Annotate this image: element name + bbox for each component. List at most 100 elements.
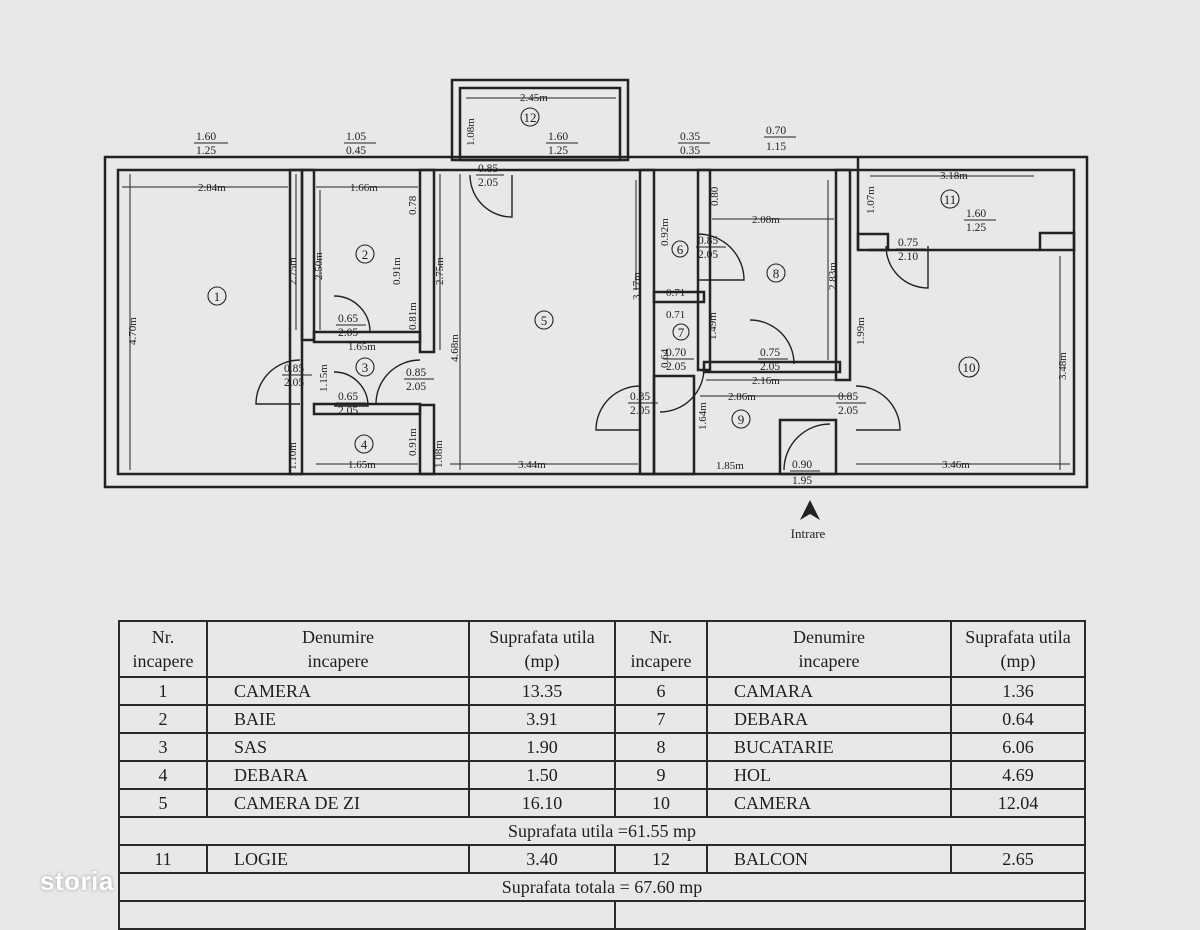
wall-4-5 xyxy=(418,403,436,476)
door-swing-8 xyxy=(749,319,795,365)
room-area-cell: 2.65 xyxy=(950,844,1086,874)
entrance-arrow-icon xyxy=(800,500,820,520)
table-row: 5 CAMERA DE ZI 16.10 10 CAMERA 12.04 xyxy=(118,788,1086,818)
door-swing-9-right xyxy=(855,385,901,431)
room-area-cell: 3.91 xyxy=(468,704,616,734)
room-name-cell: DEBARA xyxy=(206,760,470,790)
opening-label: 1.15 xyxy=(766,141,786,153)
room-number-circle-6 xyxy=(671,240,689,258)
room-name-cell: CAMERA xyxy=(206,676,470,706)
dim-label: 3.48m xyxy=(1057,352,1069,380)
walls xyxy=(103,78,1089,489)
total-area: Suprafata totala = 67.60 mp xyxy=(118,872,1086,902)
room-number: 5 xyxy=(541,313,548,328)
door-swings xyxy=(255,174,929,471)
opening-label: 0.85 xyxy=(838,391,858,403)
dim-label: 1.65m xyxy=(348,341,376,353)
room-area-cell: 1.36 xyxy=(950,676,1086,706)
dim-label: 2.75m xyxy=(287,257,299,285)
opening-label: 0.70 xyxy=(766,125,786,137)
table-row: 4 DEBARA 1.50 9 HOL 4.69 xyxy=(118,760,1086,790)
room-area-cell: 0.64 xyxy=(950,704,1086,734)
room-number-circle-7 xyxy=(672,323,690,341)
dim-label: 4.68m xyxy=(449,334,461,362)
dim-label: 1.64m xyxy=(697,402,709,430)
wall-6-7 xyxy=(652,290,706,304)
room-name-cell: LOGIE xyxy=(206,844,470,874)
dim-label: 1.15m xyxy=(318,364,330,392)
wall-10-11 xyxy=(856,232,890,252)
wall-5-6 xyxy=(638,168,656,476)
room-nr-cell: 8 xyxy=(614,732,708,762)
room-name-cell: SAS xyxy=(206,732,470,762)
room-number-circle-10 xyxy=(958,356,980,378)
room-area-cell: 6.06 xyxy=(950,732,1086,762)
opening-label: 1.25 xyxy=(966,222,986,234)
room-nr-cell: 2 xyxy=(118,704,208,734)
dim-label: 1.49m xyxy=(707,312,719,340)
room-number: 10 xyxy=(963,360,976,375)
dim-label: 2.08m xyxy=(752,214,780,226)
door-swing-4 xyxy=(333,371,369,407)
room-area-cell: 13.35 xyxy=(468,676,616,706)
opening-label: 0.65 xyxy=(338,391,358,403)
room-number: 7 xyxy=(678,325,685,340)
opening-label: 2.05 xyxy=(630,405,650,417)
room-name-cell: DEBARA xyxy=(706,704,952,734)
opening-label: 2.05 xyxy=(406,381,426,393)
opening-label: 1.25 xyxy=(548,145,568,157)
room-number-circle-3 xyxy=(355,357,375,377)
room-nr-cell: 12 xyxy=(614,844,708,874)
room-area-cell: 12.04 xyxy=(950,788,1086,818)
door-swing-7 xyxy=(659,367,705,413)
opening-label: 2.05 xyxy=(838,405,858,417)
dim-label: 3.44m xyxy=(518,459,546,471)
dim-label: 1.08m xyxy=(433,440,445,468)
wall-2-5 xyxy=(418,168,436,354)
opening-label: 1.60 xyxy=(548,131,568,143)
table-row: 1 CAMERA 13.35 6 CAMARA 1.36 xyxy=(118,676,1086,706)
dim-label: 3.17m xyxy=(631,272,643,300)
dim-label: 0.92m xyxy=(659,218,671,246)
room-area-cell: 4.69 xyxy=(950,760,1086,790)
dim-label: 3.46m xyxy=(942,459,970,471)
balcony-wall-inner xyxy=(458,86,622,162)
opening-label: 0.90 xyxy=(792,459,812,471)
room-name-cell: HOL xyxy=(706,760,952,790)
opening-label: 0.85 xyxy=(698,235,718,247)
door-swing-3 xyxy=(255,359,301,405)
room-nr-cell: 7 xyxy=(614,704,708,734)
table-row: 11 LOGIE 3.40 12 BALCON 2.65 xyxy=(118,844,1086,874)
opening-label: 0.85 xyxy=(478,163,498,175)
wall-3-4 xyxy=(312,402,422,416)
table-row: 3 SAS 1.90 8 BUCATARIE 6.06 xyxy=(118,732,1086,762)
dim-label: 2.45m xyxy=(520,92,548,104)
room-name-cell: BAIE xyxy=(206,704,470,734)
dim-label: 4.70m xyxy=(127,317,139,345)
usable-total-row: Suprafata utila =61.55 mp xyxy=(118,816,1086,846)
dim-label: 2.50m xyxy=(313,252,325,280)
room-number: 2 xyxy=(362,247,369,262)
dim-label: 1.99m xyxy=(855,317,867,345)
floor-plan: 2.84m 1.66m 2.45m 3.18m 2.08m 4.70m 2.75… xyxy=(103,78,1089,541)
opening-label: 1.60 xyxy=(966,208,986,220)
dim-label: 0.71 xyxy=(666,287,685,299)
wall-8-9 xyxy=(702,360,842,374)
dimension-lines xyxy=(122,97,1070,470)
opening-label: 2.05 xyxy=(478,177,498,189)
dim-label: 0.64 xyxy=(659,348,671,368)
wall-7-9 xyxy=(652,374,696,476)
dim-label: 0.81m xyxy=(407,302,419,330)
opening-label: 2.05 xyxy=(760,361,780,373)
room-number: 3 xyxy=(362,360,369,375)
room-number: 8 xyxy=(773,266,780,281)
room-nr-cell: 5 xyxy=(118,788,208,818)
room-number: 12 xyxy=(524,110,537,125)
footer-cell xyxy=(118,900,616,930)
room-number: 4 xyxy=(361,437,368,452)
door-swing-3-right xyxy=(375,359,421,405)
wall-2-left xyxy=(300,168,316,342)
room-name-cell: CAMERA xyxy=(706,788,952,818)
